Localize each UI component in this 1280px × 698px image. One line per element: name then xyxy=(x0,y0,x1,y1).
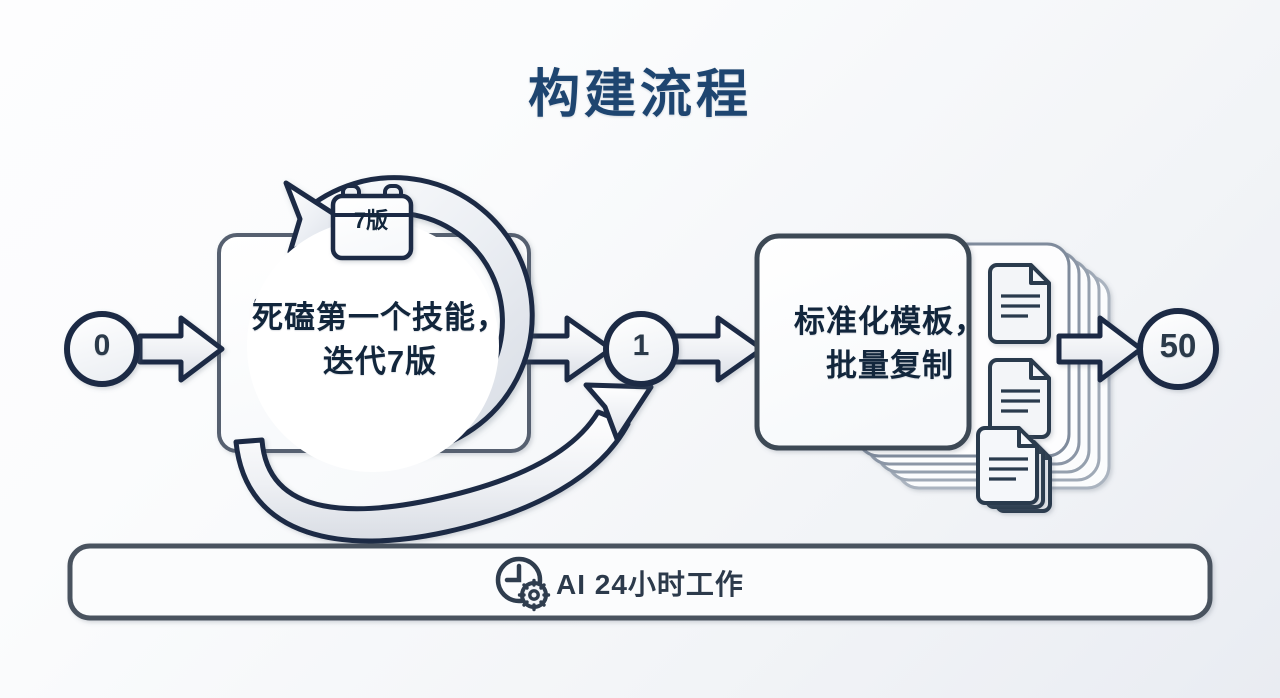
page-title: 构建流程 xyxy=(527,66,752,124)
node-one xyxy=(603,311,679,387)
node-fifty-label: 50 xyxy=(1159,327,1197,364)
footer-label: AI 24小时工作 xyxy=(556,569,744,600)
version-badge-label: 7版 xyxy=(353,208,389,233)
replicate-box xyxy=(754,233,972,451)
calendar-icon xyxy=(330,184,414,261)
document-icon xyxy=(988,358,1051,439)
clock-gear-icon xyxy=(495,556,551,612)
arrow-node-one-to-replicate xyxy=(666,315,765,383)
document-icon xyxy=(976,426,1039,505)
node-zero-label: 0 xyxy=(93,329,111,362)
footer-bar[interactable] xyxy=(67,543,1213,621)
arrow-start-to-iterate xyxy=(137,315,225,383)
arrow-iterate-to-node-one xyxy=(518,315,614,383)
iterate-circle xyxy=(247,220,499,472)
node-one-label: 1 xyxy=(632,329,650,362)
iterate-step-label: 死磕第一个技能， 迭代7版 xyxy=(252,300,508,380)
node-fifty xyxy=(1137,308,1219,390)
feedback-arrow-to-node-one xyxy=(233,382,654,544)
document-icon xyxy=(988,263,1051,344)
replicate-step-label: 标准化模板， 批量复制 xyxy=(794,304,986,384)
arrow-replicate-to-end xyxy=(1056,315,1144,383)
node-zero xyxy=(64,311,140,387)
